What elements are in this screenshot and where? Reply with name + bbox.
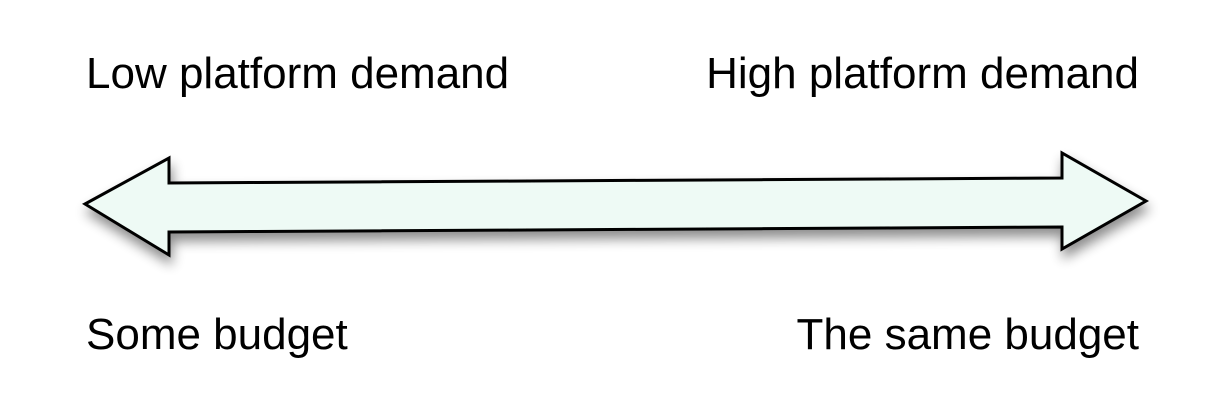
high-platform-demand-label: High platform demand <box>706 49 1139 98</box>
low-platform-demand-label: Low platform demand <box>86 49 510 98</box>
same-budget-label: The same budget <box>796 310 1139 359</box>
some-budget-label: Some budget <box>86 310 348 359</box>
double-arrow-shape <box>81 150 1150 258</box>
